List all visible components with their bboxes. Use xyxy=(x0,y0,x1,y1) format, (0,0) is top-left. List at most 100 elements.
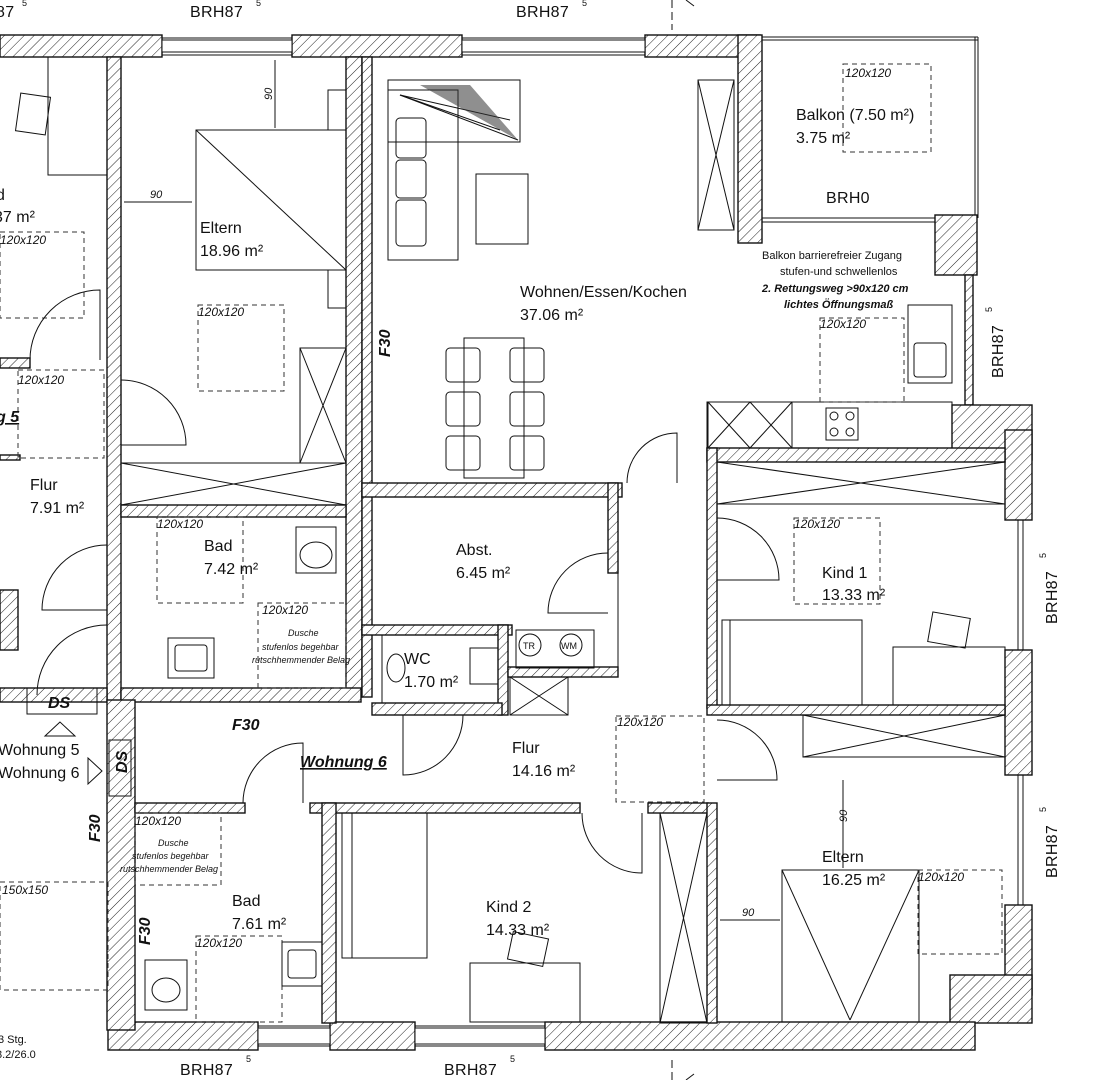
dusche-note-bottom: stufenlos begehbar xyxy=(132,851,210,861)
f30-label: F30 xyxy=(232,717,260,734)
balkon-area: 120x120 Balkon (7.50 m²) 3.75 m² BRH0 Ba… xyxy=(761,63,932,311)
dusche-note-bottom: Dusche xyxy=(158,838,189,848)
wohnen-room: Wohnen/Essen/Kochen 37.06 m² 120x120 xyxy=(387,79,953,484)
balkon-note-4: lichtes Öffnungsmaß xyxy=(784,298,893,311)
dim-90-label: 90 xyxy=(742,907,755,919)
brh-label: BRH87 xyxy=(1044,571,1061,624)
dim-90-label: 90 xyxy=(838,809,850,822)
kind2-room: Kind 2 14.33 m² xyxy=(341,812,708,1024)
wohnung5-partial-label: g 5 xyxy=(0,409,20,426)
wohnung6-left-label: Wohnung 6 xyxy=(0,765,80,782)
wohnung5-left-label: Wohnung 5 xyxy=(0,742,80,759)
brh-sup: 5 xyxy=(22,0,27,8)
clear-zone-label: 120x120 xyxy=(918,870,964,884)
stairs-note: 8.2/26.0 xyxy=(0,1049,36,1061)
room-area-abst: 6.45 m² xyxy=(456,565,511,582)
ds-label: DS xyxy=(48,695,71,712)
room-area-flur-left: 7.91 m² xyxy=(30,500,85,517)
clear-zone-label: 120x120 xyxy=(18,373,64,387)
kind1-room: 120x120 Kind 1 13.33 m² xyxy=(716,461,1006,706)
brh-labels: 87 5 BRH87 5 BRH87 5 BRH87 5 BRH87 5 BRH… xyxy=(0,0,1061,1079)
room-area-bad-top: 7.42 m² xyxy=(204,561,259,578)
f30-label: F30 xyxy=(137,917,154,945)
abst-room: Abst. 6.45 m² TR WM xyxy=(456,542,609,669)
eltern-bottom-room: 90 90 Eltern 16.25 m² 120x120 xyxy=(720,714,1006,1023)
clear-zone-label: 150x150 xyxy=(2,883,48,897)
brh-label: BRH87 xyxy=(516,4,569,21)
balkon-note-2: stufen-und schwellenlos xyxy=(780,266,898,278)
clear-zone-label: 120x120 xyxy=(198,305,244,319)
room-name-wc: WC xyxy=(404,651,431,668)
wm-label: WM xyxy=(561,641,577,651)
ds-label: DS xyxy=(114,750,131,773)
balkon-note-3: 2. Rettungsweg >90x120 cm xyxy=(761,283,909,295)
clear-zone-label: 120x120 xyxy=(157,517,203,531)
room-name-flur-left: Flur xyxy=(30,477,58,494)
dusche-note-top: rutschhemmender Belag xyxy=(252,655,350,665)
room-name-wohnen: Wohnen/Essen/Kochen xyxy=(520,284,687,301)
room-name-flur-mid: Flur xyxy=(512,740,540,757)
brh-sup: 5 xyxy=(582,0,587,8)
clear-zone-label: 120x120 xyxy=(794,517,840,531)
clear-zone-label: 120x120 xyxy=(0,233,46,247)
room-area-wc: 1.70 m² xyxy=(404,674,459,691)
dusche-note-top: Dusche xyxy=(288,628,319,638)
f30-label: F30 xyxy=(87,814,104,842)
room-area-kind1: 13.33 m² xyxy=(822,587,886,604)
brh-label: BRH87 xyxy=(1044,825,1061,878)
left-neighbour: d 37 m² 120x120 120x120 g 5 Flur 7.91 m²… xyxy=(0,56,132,1061)
room-area-kind2: 14.33 m² xyxy=(486,922,550,939)
wc-room: WC 1.70 m² xyxy=(381,497,619,716)
clear-zone-label: 120x120 xyxy=(617,715,663,729)
stairs-note: 3 Stg. xyxy=(0,1034,27,1046)
room-name-abst: Abst. xyxy=(456,542,492,559)
brh-label: BRH87 xyxy=(180,1062,233,1079)
wohnung6-label: Wohnung 6 xyxy=(300,754,387,771)
clear-zone-label: 120x120 xyxy=(196,936,242,950)
brh-label: BRH87 xyxy=(190,4,243,21)
dusche-note-bottom: rutschhemmender Belag xyxy=(120,864,218,874)
windows xyxy=(161,39,646,1045)
brh-sup: 5 xyxy=(246,1054,251,1064)
room-name-kind2: Kind 2 xyxy=(486,899,531,916)
dusche-note-top: stufenlos begehbar xyxy=(262,642,340,652)
room-name-eltern-bottom: Eltern xyxy=(822,849,864,866)
room-name-kind1: Kind 1 xyxy=(822,565,867,582)
room-name-partial-left: d xyxy=(0,187,5,204)
room-area-bad-bottom: 7.61 m² xyxy=(232,916,287,933)
room-name-balkon: Balkon (7.50 m²) xyxy=(796,107,914,124)
room-area-flur-mid: 14.16 m² xyxy=(512,763,576,780)
brh-sup: 5 xyxy=(984,307,994,312)
brh-sup: 5 xyxy=(256,0,261,8)
room-area-wohnen: 37.06 m² xyxy=(520,307,584,324)
dim-90-label: 90 xyxy=(150,189,163,201)
room-name-bad-top: Bad xyxy=(204,538,232,555)
room-area-partial-left: 37 m² xyxy=(0,209,36,226)
tr-label: TR xyxy=(523,641,535,651)
walls xyxy=(0,34,1033,1051)
dim-90-label: 90 xyxy=(263,87,275,100)
f30-label: F30 xyxy=(377,329,394,357)
room-area-eltern-bottom: 16.25 m² xyxy=(822,872,886,889)
eltern-top-room: 90 90 Eltern 18.96 m² 120x120 xyxy=(120,60,347,506)
room-area-balkon: 3.75 m² xyxy=(796,130,851,147)
brh0-label: BRH0 xyxy=(826,190,870,207)
brh-sup: 5 xyxy=(1038,553,1048,558)
clear-zone-label: 120x120 xyxy=(820,317,866,331)
brh-sup: 5 xyxy=(1038,807,1048,812)
room-name-eltern-top: Eltern xyxy=(200,220,242,237)
brh-label: BRH87 xyxy=(990,325,1007,378)
brh-sup: 5 xyxy=(510,1054,515,1064)
clear-zone-label: 120x120 xyxy=(845,66,891,80)
room-name-bad-bottom: Bad xyxy=(232,893,260,910)
clear-zone-label: 120x120 xyxy=(262,603,308,617)
bad-top-room: 120x120 Bad 7.42 m² 120x120 Dusche stufe… xyxy=(156,516,350,689)
brh-label-partial: 87 xyxy=(0,4,14,21)
balkon-note-1: Balkon barrierefreier Zugang xyxy=(762,250,902,262)
brh-label: BRH87 xyxy=(444,1062,497,1079)
clear-zone-label: 120x120 xyxy=(135,814,181,828)
flur-mid-room: Flur 14.16 m² 120x120 Wohnung 6 F30 xyxy=(232,714,778,874)
room-area-eltern-top: 18.96 m² xyxy=(200,243,264,260)
bad-bottom-room: 120x120 Dusche stufenlos begehbar rutsch… xyxy=(120,812,323,1023)
